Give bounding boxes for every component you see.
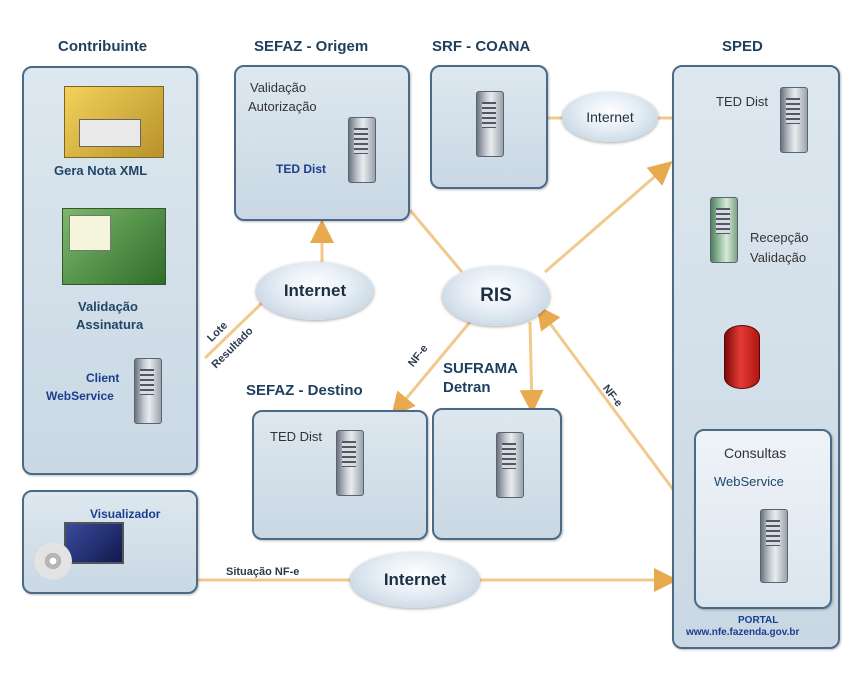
destino-server-icon	[327, 430, 373, 503]
portal-url: www.nfe.fazenda.gov.br	[686, 627, 800, 638]
situacao-label: Situação NF-e	[226, 566, 300, 578]
origem-ted-label: TED Dist	[276, 162, 327, 176]
sped-ted-label: TED Dist	[716, 94, 768, 109]
origem-validacao-label: Validação	[250, 80, 307, 95]
suframa-server-icon	[487, 432, 533, 505]
sefaz-destino-panel: TED Dist	[252, 410, 428, 540]
internet-cloud-top-right: Internet	[562, 92, 658, 142]
recepcao-server-icon	[701, 197, 747, 270]
sped-title: SPED	[722, 38, 763, 55]
contribuinte-title: Contribuinte	[58, 38, 148, 55]
assinatura-label: Assinatura	[76, 317, 144, 332]
validacao-label: Validação	[78, 299, 138, 314]
gera-nota-label: Gera Nota XML	[54, 163, 148, 178]
arrow-ris-suframa	[519, 321, 544, 414]
destino-ted-label: TED Dist	[270, 429, 322, 444]
arrow-ris-sped	[544, 161, 673, 274]
srf-panel	[430, 65, 548, 189]
sped-validacao-label: Validação	[750, 250, 807, 265]
sefaz-origem-title: SEFAZ - Origem	[254, 38, 369, 55]
internet-cloud-bottom: Internet	[350, 552, 480, 608]
arrow-portal-ris	[536, 305, 694, 516]
cd-icon	[34, 542, 72, 580]
visualizador-panel: Visualizador	[22, 490, 198, 594]
laptop-icon	[64, 522, 124, 564]
srf-title: SRF - COANA	[432, 38, 531, 55]
database-icon	[724, 325, 760, 389]
recepcao-label: Recepção	[750, 230, 809, 245]
suframa-panel	[432, 408, 562, 540]
origem-autorizacao-label: Autorização	[248, 99, 317, 114]
detran-title: Detran	[443, 379, 491, 396]
origem-server-icon	[339, 117, 385, 190]
visualizador-label: Visualizador	[90, 507, 161, 521]
consultas-panel: Consultas WebService	[694, 429, 832, 609]
client-label: Client	[86, 371, 120, 385]
suframa-title: SUFRAMA	[443, 360, 518, 377]
arrow-contribuinte-internet	[203, 298, 267, 360]
arrow-sefaz-origem-ris	[408, 209, 464, 273]
contribuinte-panel: Gera Nota XML Validação Assinatura Clien…	[22, 66, 198, 475]
sped-ted-server-icon	[771, 87, 817, 160]
consultas-label: Consultas	[724, 445, 787, 461]
arrow-ris-sefaz-destino	[391, 321, 472, 417]
assinatura-image	[62, 208, 166, 285]
client-server-icon	[125, 358, 171, 431]
ris-cloud: RIS	[442, 266, 550, 326]
webservice-label: WebService	[46, 389, 114, 403]
consultas-webservice-label: WebService	[714, 474, 784, 489]
portal-label: PORTAL	[738, 615, 779, 626]
portal-server-icon	[751, 509, 797, 590]
internet-cloud-top-left: Internet	[256, 262, 374, 320]
sped-panel: TED Dist Recepção Validação Consultas We…	[672, 65, 840, 649]
sefaz-origem-panel: Validação Autorização TED Dist	[234, 65, 410, 221]
srf-server-icon	[467, 91, 513, 164]
gera-nota-image	[64, 86, 164, 158]
sefaz-destino-title: SEFAZ - Destino	[246, 382, 363, 399]
